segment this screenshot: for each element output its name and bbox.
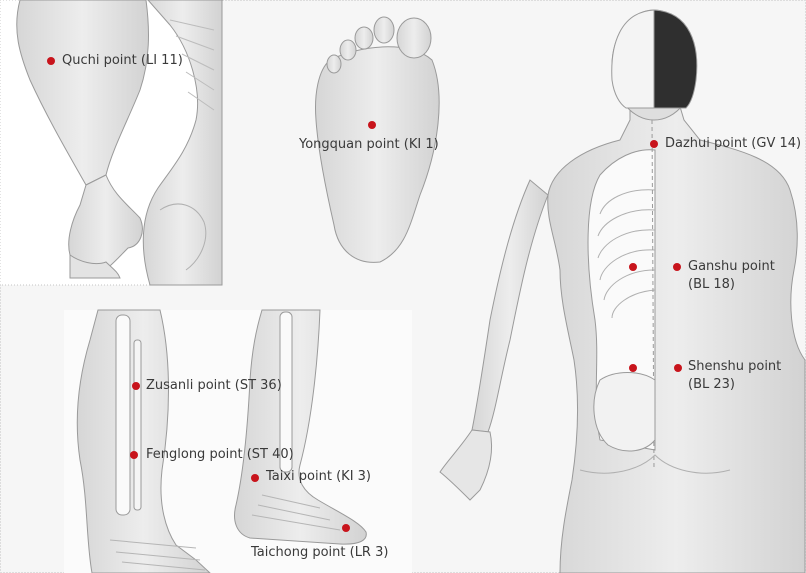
toe-2	[374, 17, 394, 43]
quchi-dot	[47, 57, 55, 65]
ganshu-label-line2: (BL 18)	[688, 275, 735, 295]
taichong-label: Taichong point (LR 3)	[251, 543, 388, 563]
yongquan-label: Yongquan point (KI 1)	[299, 135, 439, 155]
tibia	[116, 315, 130, 515]
pelvis-bone	[594, 373, 655, 452]
zusanli-label: Zusanli point (ST 36)	[146, 376, 282, 396]
fenglong-label: Fenglong point (ST 40)	[146, 445, 294, 465]
quchi-label: Quchi point (LI 11)	[62, 51, 183, 71]
fibula	[134, 340, 141, 510]
toe-3	[355, 27, 373, 49]
dazhui-dot	[650, 140, 658, 148]
big-toe	[397, 18, 431, 58]
ganshu-dot	[673, 263, 681, 271]
toe-4	[340, 40, 356, 60]
back-body	[548, 100, 805, 573]
fenglong-dot	[130, 451, 138, 459]
taichong-dot	[342, 524, 350, 532]
taixi-label: Taixi point (KI 3)	[266, 467, 371, 487]
taixi-dot	[251, 474, 259, 482]
ganshu-label-line1: Ganshu point	[688, 257, 775, 277]
shenshu-label-line1: Shenshu point	[688, 357, 781, 377]
toe-5	[327, 55, 341, 73]
dazhui-label: Dazhui point (GV 14)	[665, 134, 801, 154]
yongquan-dot	[368, 121, 376, 129]
ganshu-spine-dot	[629, 263, 637, 271]
shenshu-label-line2: (BL 23)	[688, 375, 735, 395]
shenshu-spine-dot	[629, 364, 637, 372]
zusanli-dot	[132, 382, 140, 390]
shenshu-dot	[674, 364, 682, 372]
